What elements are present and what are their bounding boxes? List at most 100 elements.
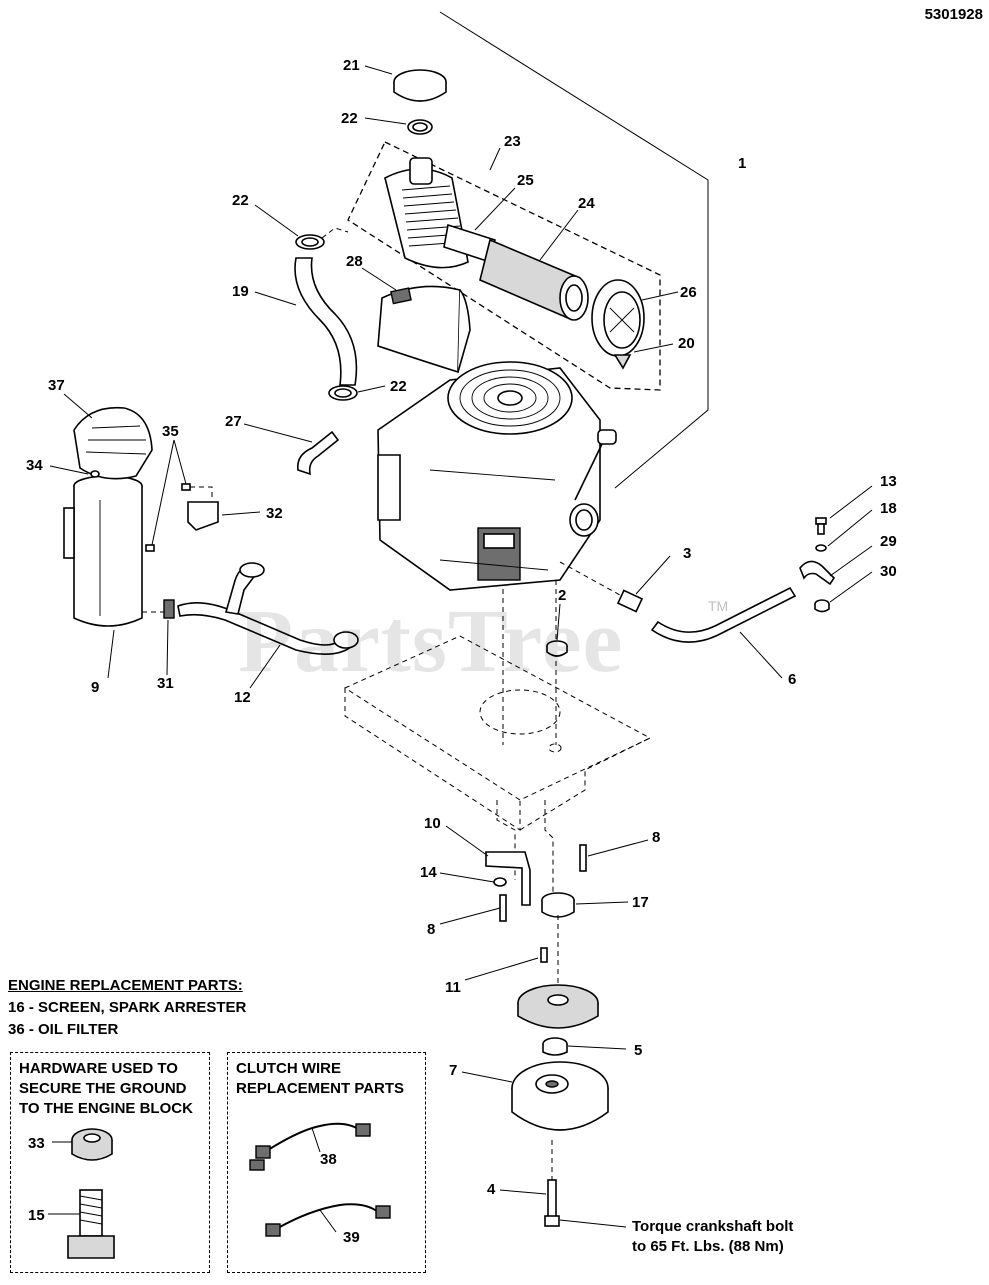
callout-20: 20 [678, 335, 695, 352]
key-11 [540, 947, 548, 963]
bolt-13 [815, 517, 827, 535]
engine-replacement-item: 36 - OIL FILTER [8, 1021, 119, 1038]
engine-replacement-heading: ENGINE REPLACEMENT PARTS: [8, 977, 243, 994]
callout-3: 3 [683, 545, 691, 562]
callout-14: 14 [420, 864, 437, 881]
hose-clamp-upper-left [295, 234, 325, 250]
engine-replacement-notes: ENGINE REPLACEMENT PARTS: 16 - SCREEN, S… [8, 975, 246, 1041]
callout-8-right: 8 [652, 829, 660, 846]
callout-38: 38 [320, 1151, 337, 1168]
air-filter-band [377, 285, 471, 374]
nut-30 [814, 599, 830, 613]
callout-17: 17 [632, 894, 649, 911]
precleaner-cap [393, 69, 447, 102]
flange-nut-33 [71, 1128, 113, 1161]
callout-13: 13 [880, 473, 897, 490]
breather-hose [296, 430, 340, 476]
engine-replacement-item: 16 - SCREEN, SPARK ARRESTER [8, 999, 247, 1016]
callout-23: 23 [504, 133, 521, 150]
torque-note-line: Torque crankshaft bolt [632, 1218, 794, 1235]
washer-14 [493, 877, 507, 887]
callout-2: 2 [558, 587, 566, 604]
callout-34: 34 [26, 457, 43, 474]
callout-39: 39 [343, 1229, 360, 1246]
callout-33: 33 [28, 1135, 45, 1152]
torque-note: Torque crankshaft bolt to 65 Ft. Lbs. (8… [632, 1217, 793, 1257]
spacer-5 [542, 1037, 568, 1056]
hardware-panel: HARDWARE USED TO SECURE THE GROUND TO TH… [10, 1052, 210, 1273]
air-cleaner-cover [591, 279, 645, 370]
callout-12: 12 [234, 689, 251, 706]
air-intake-hose [294, 257, 358, 386]
torque-note-line: to 65 Ft. Lbs. (88 Nm) [632, 1238, 784, 1255]
pto-bracket [485, 851, 531, 906]
engine-leader-line [439, 11, 709, 489]
muffler-guard [73, 406, 153, 480]
callout-35: 35 [162, 423, 179, 440]
muffler-bracket [187, 501, 219, 531]
callout-32: 32 [266, 505, 283, 522]
clutch-wire-panel: CLUTCH WIRE REPLACEMENT PARTS [227, 1052, 426, 1273]
callout-18: 18 [880, 500, 897, 517]
callout-28: 28 [346, 253, 363, 270]
air-cleaner-assembly-box [347, 141, 661, 391]
callout-7: 7 [449, 1062, 457, 1079]
callout-9: 9 [91, 679, 99, 696]
clutch-wire-39 [265, 1203, 391, 1237]
callout-11: 11 [445, 979, 461, 996]
callout-6: 6 [788, 671, 796, 688]
callout-numbers: 1 2 3 4 5 6 7 8 8 9 10 11 12 13 14 15 17… [26, 57, 897, 1246]
air-cleaner-base [384, 157, 496, 269]
bolt-8-right [579, 844, 587, 872]
screw-35-upper [181, 483, 191, 491]
document-number: 5301928 [924, 6, 983, 23]
callout-30: 30 [880, 563, 897, 580]
callout-37: 37 [48, 377, 65, 394]
clutch-panel-line: REPLACEMENT PARTS [236, 1080, 405, 1097]
callout-21: 21 [343, 57, 360, 74]
callout-1: 1 [738, 155, 746, 172]
watermark-trademark: TM [708, 598, 729, 614]
callout-31: 31 [157, 675, 174, 692]
callout-24: 24 [578, 195, 595, 212]
callout-29: 29 [880, 533, 897, 550]
hardware-panel-line: TO THE ENGINE BLOCK [19, 1100, 193, 1117]
callout-10: 10 [424, 815, 441, 832]
callout-22-lower: 22 [390, 378, 407, 395]
hose-clamp-top [407, 119, 433, 135]
callout-leaders [48, 65, 873, 1233]
hose-clamp-29 [799, 560, 836, 586]
callout-19: 19 [232, 283, 249, 300]
callout-27: 27 [225, 413, 242, 430]
watermark: PartsTree [238, 592, 624, 691]
callout-4: 4 [487, 1181, 496, 1198]
screw-34 [90, 470, 100, 478]
washer-18 [815, 544, 827, 552]
callout-22-top: 22 [341, 110, 358, 127]
hardware-panel-line: HARDWARE USED TO [19, 1060, 178, 1077]
hardware-panel-line: SECURE THE GROUND [19, 1080, 187, 1097]
grommet [546, 640, 568, 657]
callout-25: 25 [517, 172, 534, 189]
callout-5: 5 [634, 1042, 642, 1059]
air-filter-element [479, 238, 589, 321]
hose-clamp-lower [328, 385, 358, 401]
bolt-15 [67, 1189, 115, 1259]
callout-22-left: 22 [232, 192, 249, 209]
crankshaft-bolt [544, 1179, 560, 1227]
spacer-17 [541, 892, 575, 918]
clutch-panel-line: CLUTCH WIRE [236, 1060, 341, 1077]
callout-8-left: 8 [427, 921, 435, 938]
callout-15: 15 [28, 1207, 45, 1224]
engine [377, 361, 617, 591]
drain-fitting [616, 589, 644, 613]
oil-drain-hose [650, 586, 797, 643]
screw-35-lower [145, 544, 155, 552]
clutch-wire-38 [249, 1122, 371, 1171]
bolt-8-left [499, 894, 507, 922]
muffler [63, 475, 143, 627]
pulley-gear [517, 984, 599, 1029]
exhaust-clamp [163, 599, 175, 619]
